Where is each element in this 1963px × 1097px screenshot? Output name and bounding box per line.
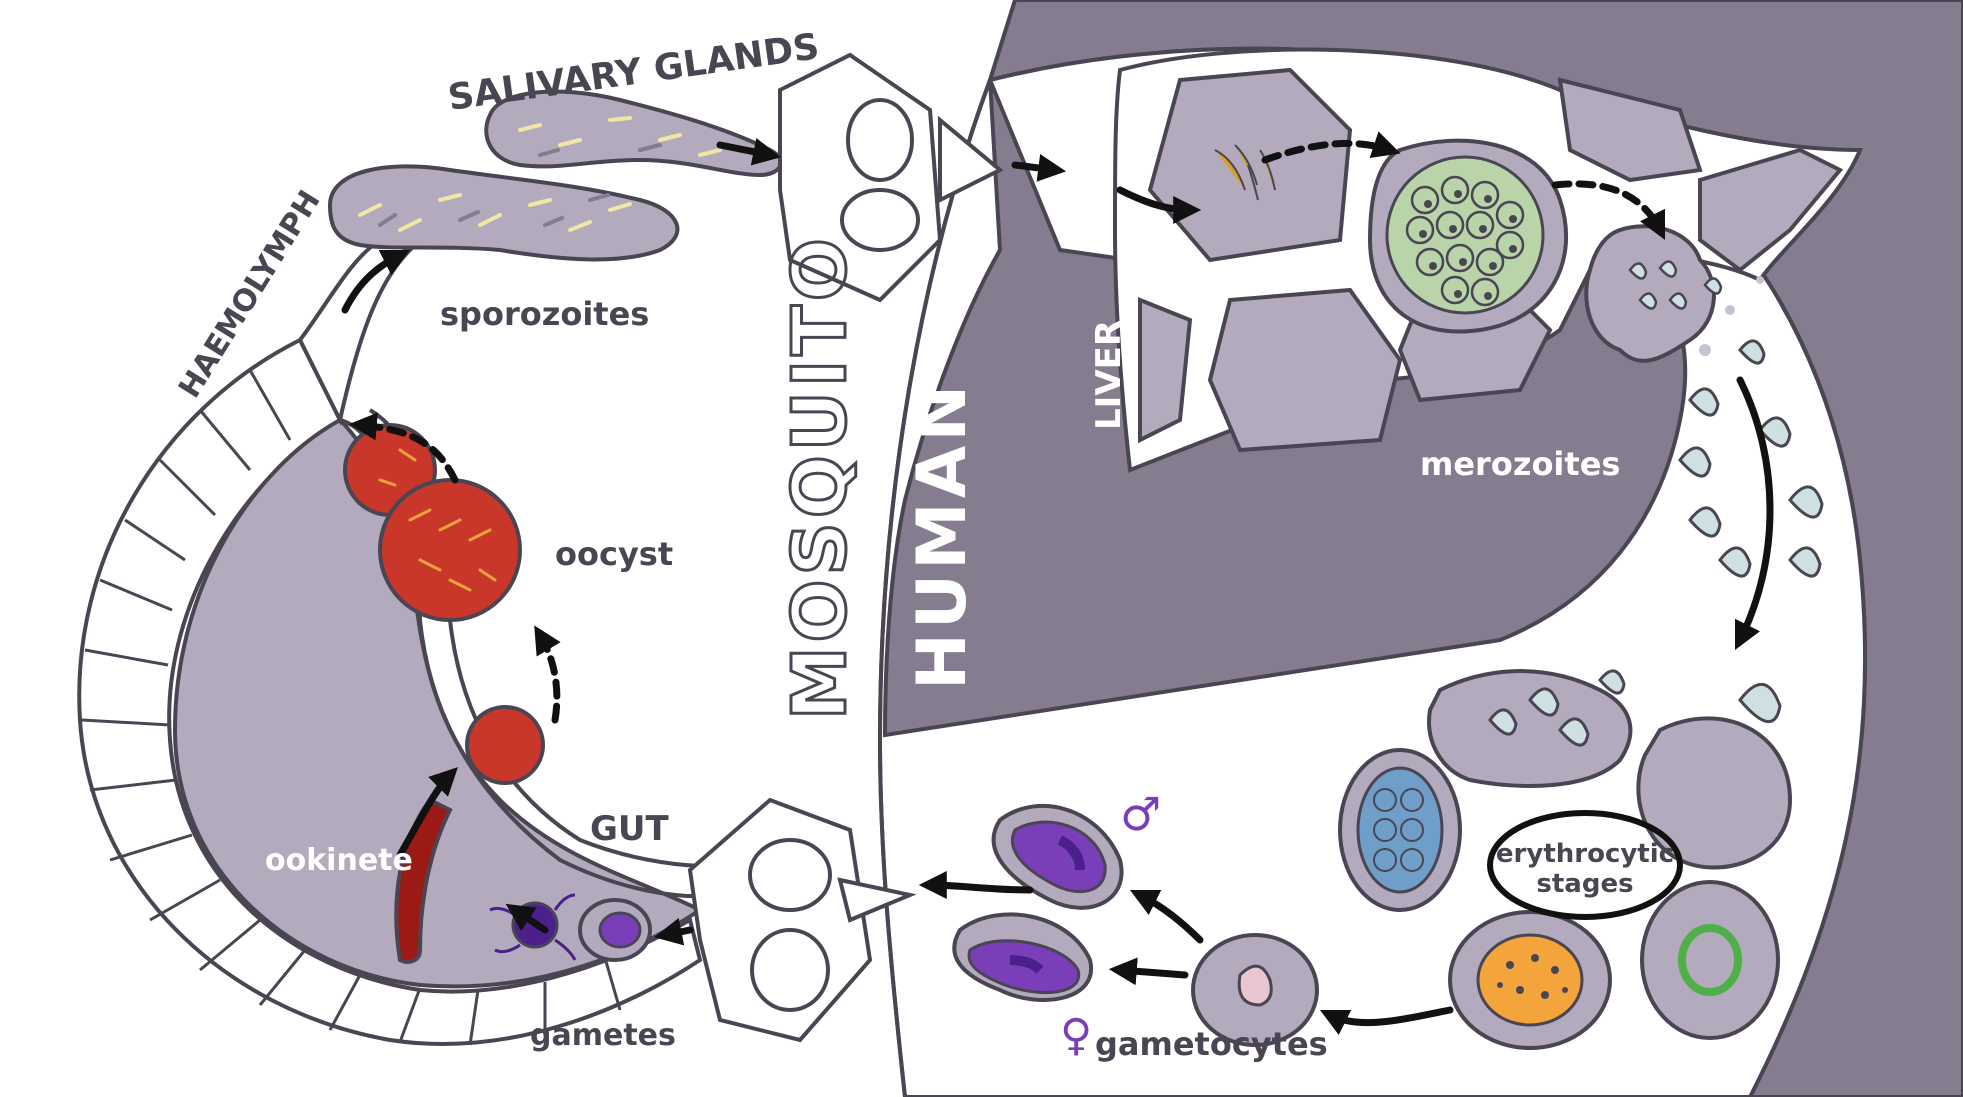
liver-stage — [1214, 138, 1723, 363]
label-gametocytes: gametocytes — [1095, 1025, 1328, 1063]
oocyst-mature — [378, 478, 522, 622]
erythrocytic-label-1: erythrocytic — [1496, 839, 1674, 869]
label-oocyst: oocyst — [555, 535, 673, 573]
female-symbol: ♀ — [1060, 1010, 1092, 1061]
merozoites-released — [1678, 339, 1824, 578]
liver-schizont — [1367, 138, 1569, 334]
oocyst-young — [465, 705, 545, 785]
label-mosquito: MOSQUITO — [777, 234, 863, 720]
gametes-shapes — [489, 893, 652, 962]
sporozoites-in-liver — [1214, 144, 1276, 201]
oocysts — [343, 423, 545, 785]
label-merozoites: merozoites — [1420, 445, 1620, 483]
label-sporozoites: sporozoites — [440, 295, 649, 333]
label-liver: LIVER — [1089, 320, 1129, 430]
mosquito-mouthparts-bottom — [687, 797, 917, 1043]
rupturing-liver-cell — [1584, 224, 1723, 363]
label-gut: GUT — [590, 809, 670, 849]
erythrocytic-stages: erythrocytic stages — [1338, 669, 1793, 1050]
mosquito-mouthparts-top — [778, 52, 1004, 303]
label-human: HUMAN — [903, 381, 982, 690]
cycle-arrows — [341, 131, 1774, 1036]
salivary-glands — [327, 89, 783, 262]
erythrocytic-label-2: stages — [1536, 869, 1633, 899]
skin-boundary — [877, 79, 992, 1097]
label-gametes: gametes — [530, 1018, 676, 1053]
label-ookinete: ookinete — [265, 843, 413, 878]
gametocytes: ♂ ♀ — [952, 787, 1319, 1061]
male-symbol: ♂ — [1120, 787, 1161, 841]
erythrocytic-cycle-loop — [1487, 810, 1683, 920]
